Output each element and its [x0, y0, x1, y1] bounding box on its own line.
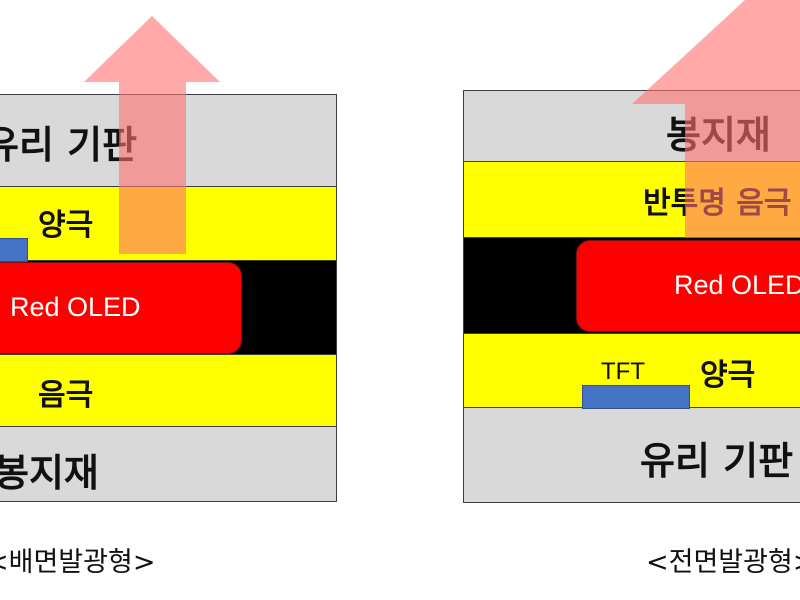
- left-encapsulant-layer: [0, 426, 337, 502]
- right-oled-label: Red OLED: [674, 270, 800, 300]
- left-cathode-layer: [0, 354, 337, 428]
- right-glass-substrate-layer: [463, 407, 800, 503]
- left-anode-label: 양극: [38, 208, 94, 243]
- left-cathode-label: 음극: [38, 378, 94, 413]
- left-oled-block: [0, 262, 242, 354]
- left-caption: <배면발광형>: [0, 547, 156, 578]
- left-tft-pad: [0, 238, 28, 262]
- right-caption: <전면발광형>: [646, 547, 800, 578]
- left-encapsulant-label: 봉지재: [0, 451, 99, 495]
- right-tft-pad: [582, 385, 690, 409]
- left-oled-label: Red OLED: [10, 292, 141, 322]
- right-anode-label: 양극: [700, 358, 756, 393]
- left-glass-substrate-label: 유리 기판: [0, 123, 138, 167]
- right-glass-substrate-label: 유리 기판: [640, 439, 794, 483]
- right-oled-block: [576, 240, 800, 332]
- right-tft-label: TFT: [601, 358, 645, 385]
